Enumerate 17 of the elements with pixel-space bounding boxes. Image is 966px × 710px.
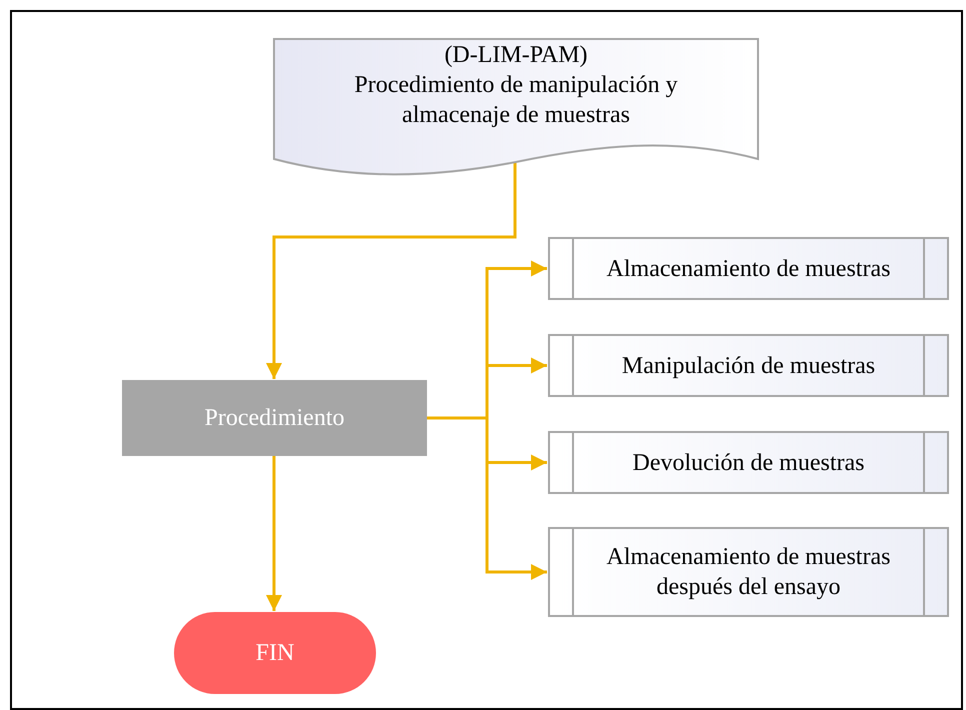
node-label: Manipulación de muestras bbox=[622, 352, 876, 380]
node-label: Almacenamiento de muestras después del ensayo bbox=[606, 543, 892, 602]
subprocess-box bbox=[548, 431, 949, 494]
arrow bbox=[427, 416, 547, 580]
node-label: Almacenamiento de muestras bbox=[606, 254, 890, 284]
node-label: Devolución de muestras bbox=[632, 448, 864, 478]
process-box bbox=[122, 380, 427, 456]
node-label: FIN bbox=[256, 640, 294, 666]
document-shape bbox=[273, 38, 759, 176]
node-label: Procedimiento bbox=[204, 404, 344, 432]
document-title: Procedimiento de manipulación y almacenaje de muestras bbox=[353, 71, 679, 130]
document-code: (D-LIM-PAM) bbox=[444, 41, 588, 70]
subprocess-box bbox=[548, 527, 949, 617]
subprocess-box bbox=[548, 334, 949, 397]
subprocess-box bbox=[548, 237, 949, 300]
arrow bbox=[266, 456, 282, 611]
arrow bbox=[266, 162, 516, 379]
